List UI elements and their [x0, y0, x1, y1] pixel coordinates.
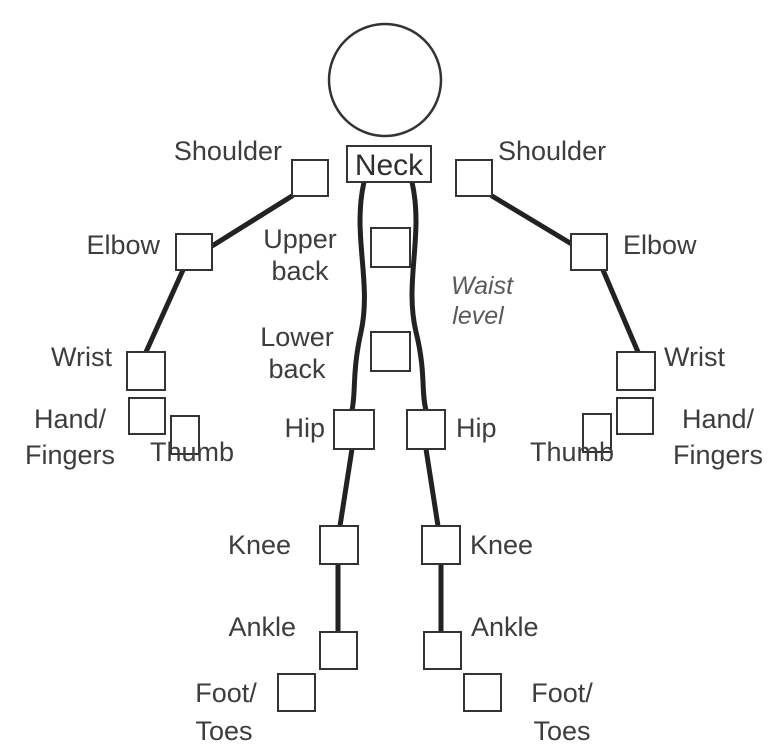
- lower-back-label-line1: Lower: [260, 322, 334, 352]
- right-wrist-label: Wrist: [664, 342, 725, 372]
- left-foot-label-line2: Toes: [195, 716, 252, 744]
- left-wrist-label: Wrist: [51, 342, 112, 372]
- right-foot-label-line2: Toes: [533, 716, 590, 744]
- right-thigh: [426, 449, 438, 526]
- left-knee-box[interactable]: [320, 526, 358, 564]
- waist-level-label-line2: level: [452, 302, 505, 330]
- right-wrist-box[interactable]: [617, 352, 655, 390]
- right-thumb-label: Thumb: [530, 437, 614, 467]
- right-elbow-label: Elbow: [623, 230, 697, 260]
- lower-back-label-line2: back: [268, 354, 326, 384]
- left-elbow-box[interactable]: [176, 234, 212, 270]
- right-hip-label: Hip: [456, 413, 497, 443]
- upper-back-label-line2: back: [271, 256, 329, 286]
- head-circle: [329, 24, 441, 136]
- right-hand-box[interactable]: [617, 398, 653, 434]
- left-forearm: [146, 270, 183, 352]
- left-hip-box[interactable]: [334, 410, 374, 449]
- left-elbow-label: Elbow: [86, 230, 160, 260]
- left-hand-label-line1: Hand/: [34, 404, 107, 434]
- left-ankle-box[interactable]: [320, 632, 357, 669]
- right-foot-box[interactable]: [464, 674, 501, 711]
- right-hand-label-line2: Fingers: [673, 440, 763, 470]
- right-elbow-box[interactable]: [571, 234, 607, 270]
- right-ankle-label: Ankle: [471, 612, 539, 642]
- right-upper-arm: [492, 196, 575, 246]
- left-shoulder-box[interactable]: [292, 160, 328, 196]
- left-knee-label: Knee: [228, 530, 291, 560]
- torso-right-side: [412, 182, 426, 410]
- left-foot-label-line1: Foot/: [195, 678, 257, 708]
- left-wrist-box[interactable]: [127, 352, 165, 390]
- left-thigh: [340, 449, 352, 526]
- left-hip-label: Hip: [284, 413, 325, 443]
- lower-back-box[interactable]: [371, 332, 410, 371]
- right-knee-box[interactable]: [422, 526, 460, 564]
- right-knee-label: Knee: [470, 530, 533, 560]
- right-hip-box[interactable]: [407, 410, 445, 449]
- right-shoulder-label: Shoulder: [498, 136, 606, 166]
- right-forearm: [603, 270, 638, 352]
- upper-back-box[interactable]: [371, 228, 410, 267]
- right-ankle-box[interactable]: [424, 632, 461, 669]
- right-shoulder-box[interactable]: [456, 160, 492, 196]
- left-shoulder-label: Shoulder: [174, 136, 282, 166]
- left-thumb-label: Thumb: [150, 437, 234, 467]
- left-foot-box[interactable]: [278, 674, 315, 711]
- upper-back-label-line1: Upper: [263, 224, 337, 254]
- waist-level-label-line1: Waist: [451, 272, 514, 300]
- right-hand-label-line1: Hand/: [682, 404, 755, 434]
- left-hand-box[interactable]: [129, 398, 165, 434]
- left-hand-label-line2: Fingers: [25, 440, 115, 470]
- neck-label: Neck: [355, 149, 424, 182]
- torso-left-side: [352, 182, 364, 410]
- left-ankle-label: Ankle: [228, 612, 296, 642]
- right-foot-label-line1: Foot/: [531, 678, 593, 708]
